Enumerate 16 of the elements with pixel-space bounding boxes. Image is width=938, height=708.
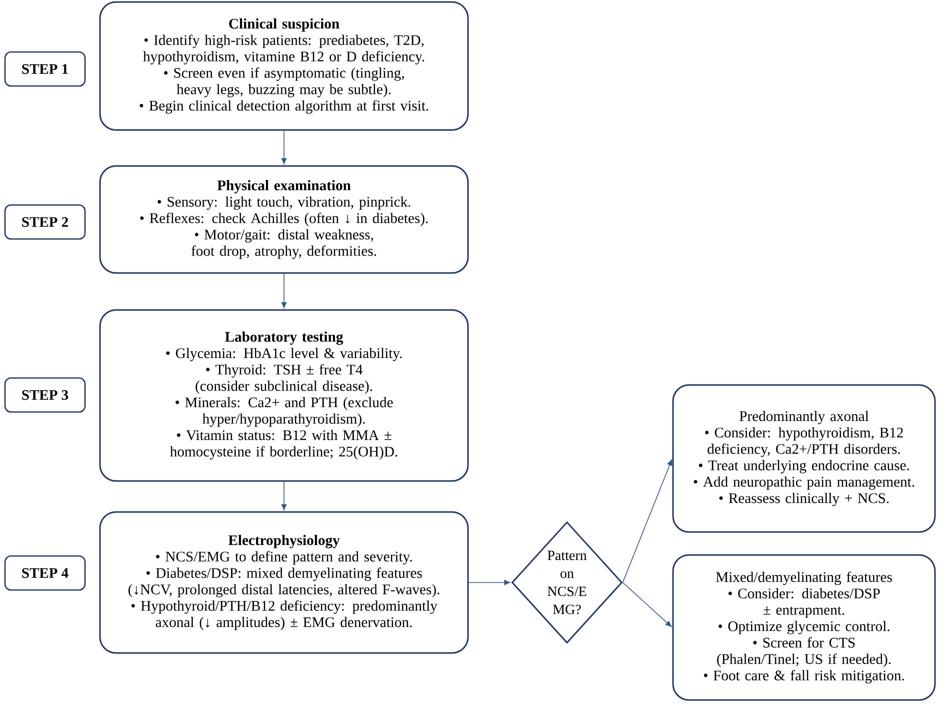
process-box: Physical examination • Sensory: light touch, vibration, pinprick. • Reflexes: check Achilles (often ↓ in diabetes). • Motor/gait: distal weakness, foot drop, atrophy, deformities.	[99, 165, 469, 274]
step-label: STEP 2	[4, 204, 86, 240]
step-label: STEP 3	[4, 377, 86, 413]
step-label: STEP 4	[4, 555, 86, 591]
arrow	[468, 580, 510, 586]
process-box: Predominantly axonal • Consider: hypothyroidism, B12 deficiency, Ca2+/PTH disorders. • Treat underlying endocrine cause. • Add neuropathic pain management. • Reassess clinically + NCS.	[672, 384, 936, 533]
arrow	[622, 582, 672, 627]
arrow	[281, 481, 287, 510]
arrow	[281, 130, 287, 164]
step-label: STEP 1	[4, 51, 86, 87]
process-box: Mixed/demyelinating features • Consider: diabetes/DSP ± entrapment. • Optimize glycemic control. • Screen for CTS (Phalen/Tinel; US if needed). • Foot care & fall risk mitigation.	[672, 554, 936, 701]
arrow	[622, 459, 672, 583]
process-box: Clinical suspicion • Identify high-risk patients: prediabetes, T2D, hypothyroidism, vitamine B12 or D deficiency. • Screen even if asymptomatic (tingling, heavy legs, buzzing may be subtle). • Begin clinical detection algorithm at first visit.	[99, 1, 469, 131]
process-box: Laboratory testing • Glycemia: HbA1c level & variability. • Thyroid: TSH ± free T4 (consider subclinical disease). • Minerals: Ca2+ and PTH (exclude hyper/hypoparathyroidism). • Vitamin status: B12 with MMA ± homocysteine if borderline; 25(OH)D.	[99, 309, 469, 482]
process-box: Electrophysiology • NCS/EMG to define pattern and severity. • Diabetes/DSP: mixed demyelinating features (↓NCV, prolonged distal latencies, altered F-waves). • Hypothyroid/PTH/B12 deficiency: predominantly axonal (↓ amplitudes) ± EMG denervation.	[99, 511, 469, 654]
arrow	[281, 273, 287, 308]
